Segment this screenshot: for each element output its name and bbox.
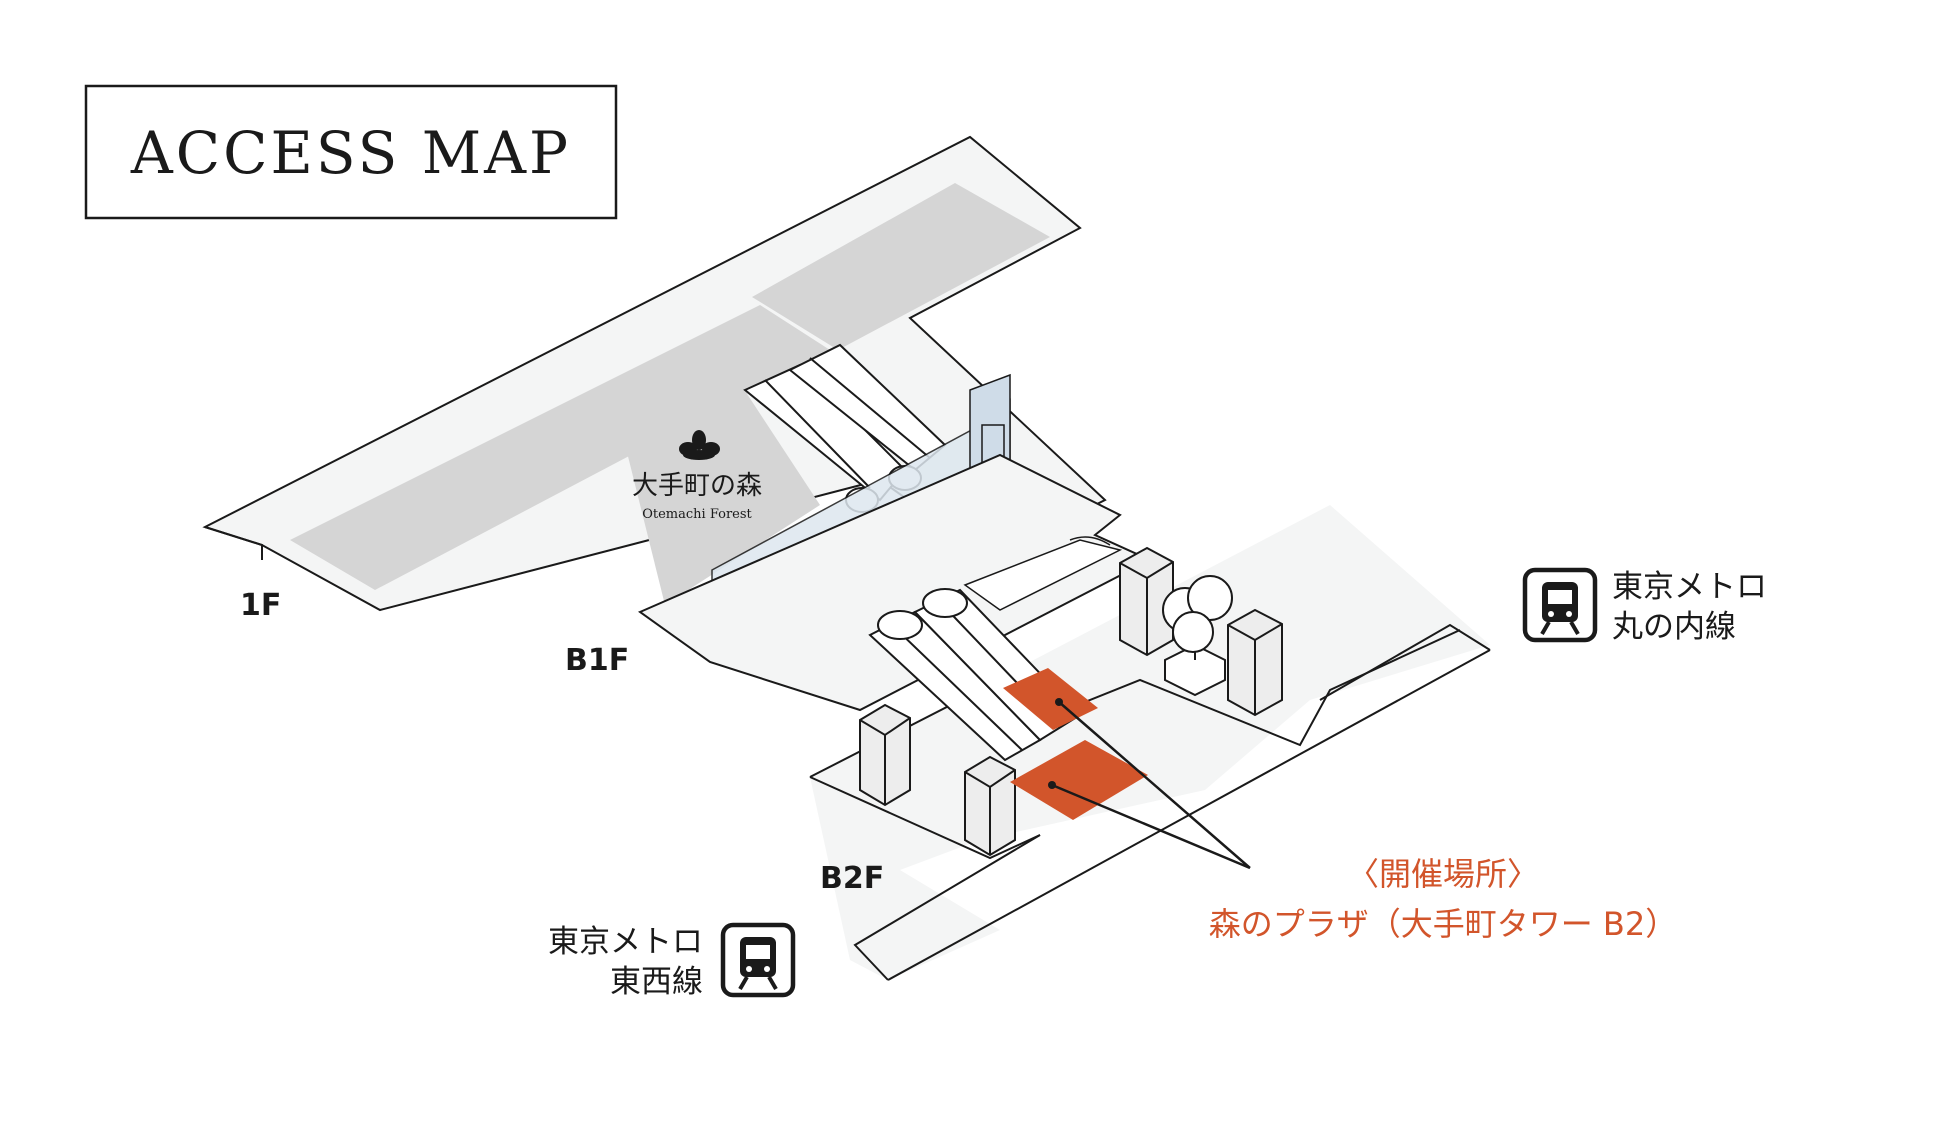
- pillar: [859, 703, 911, 807]
- tree-icon: [1162, 575, 1233, 697]
- pillar: [1119, 546, 1174, 657]
- venue-label-name: 森のプラザ（大手町タワー B2）: [1209, 905, 1678, 943]
- venue-label-title: 〈開催場所〉: [1347, 855, 1539, 893]
- floor-b1f: [637, 453, 1153, 712]
- pillar: [1227, 608, 1283, 717]
- otemachi-forest-logo: 大手町の森 Otemachi Forest: [632, 430, 762, 522]
- floor-label-b1f: B1F: [565, 643, 629, 678]
- floor-label-b2f: B2F: [820, 861, 884, 896]
- train-icon: [1522, 567, 1598, 643]
- leaf-logo-icon: [679, 430, 720, 460]
- station-tozai: 東京メトロ 東西線: [548, 922, 796, 1000]
- title-box: ACCESS MAP: [84, 84, 618, 220]
- forest-name-en: Otemachi Forest: [642, 507, 752, 522]
- station-tozai-line1: 東京メトロ: [548, 924, 703, 960]
- forest-name-ja: 大手町の森: [632, 471, 762, 501]
- station-marunouchi-line2: 丸の内線: [1612, 609, 1736, 645]
- pillar: [964, 755, 1016, 857]
- page-title: ACCESS MAP: [130, 119, 571, 187]
- station-tozai-line2: 東西線: [610, 964, 703, 1000]
- venue-label: 〈開催場所〉 森のプラザ（大手町タワー B2）: [1209, 855, 1678, 943]
- floor-1f: [202, 135, 1107, 612]
- floor-label-1f: 1F: [240, 588, 281, 623]
- station-marunouchi: 東京メトロ 丸の内線: [1522, 567, 1767, 645]
- train-icon: [720, 922, 796, 998]
- venue-area: [1003, 668, 1251, 870]
- station-marunouchi-line1: 東京メトロ: [1612, 569, 1767, 605]
